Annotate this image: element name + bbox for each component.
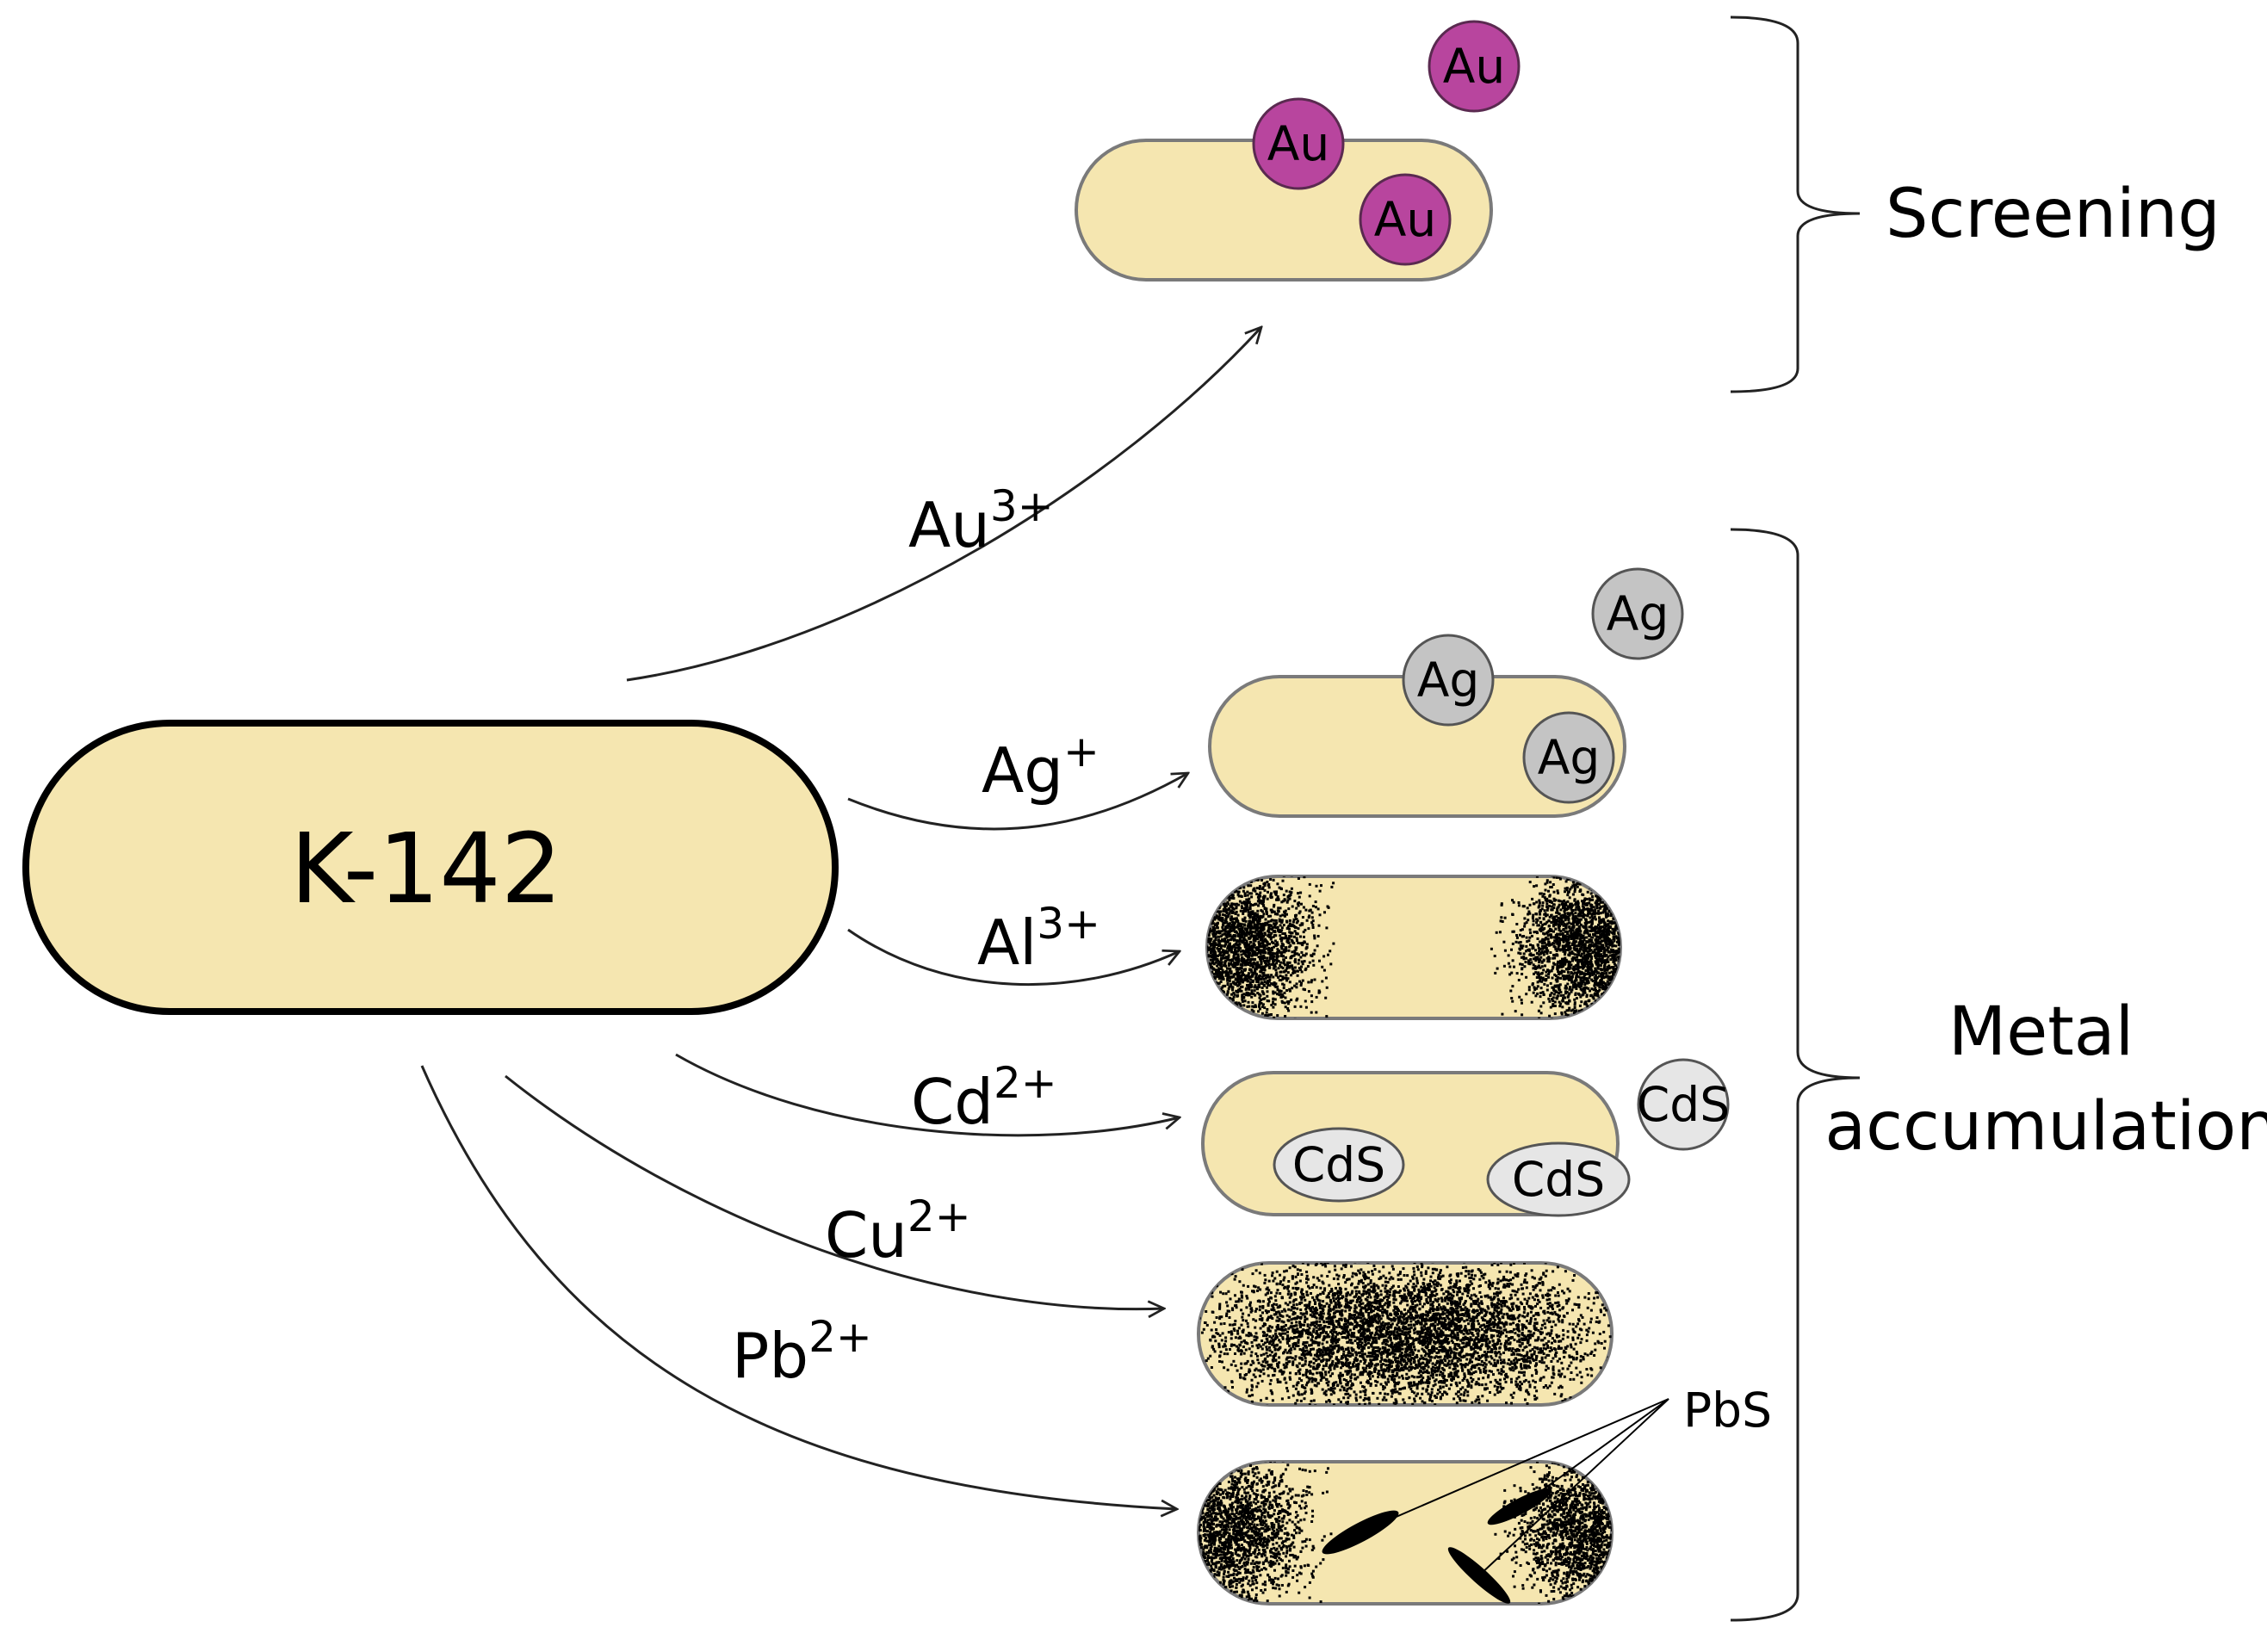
source-cell: K-142 — [22, 720, 839, 1015]
ion-label-al: Al3+ — [977, 899, 1100, 979]
arrows — [420, 327, 1261, 1509]
cell-au: Au Au Au — [1075, 20, 1521, 282]
metal-accumulation-brace — [1730, 528, 1861, 1622]
svg-text:Au: Au — [1374, 192, 1436, 247]
source-cell-label: K-142 — [290, 814, 562, 925]
arrow-cu — [505, 1074, 1164, 1309]
ion-label-cu: Cu2+ — [825, 1191, 971, 1271]
svg-text:Au: Au — [1443, 39, 1505, 94]
cell-ag: Ag Ag Ag — [1208, 567, 1684, 818]
arrow-ag — [847, 773, 1188, 831]
cell-cu — [1197, 1261, 1614, 1407]
cds-particle: CdS — [1273, 1127, 1405, 1203]
cell-al — [1205, 875, 1622, 1020]
ion-label-cd: Cd2+ — [911, 1058, 1057, 1138]
arrow-au — [626, 327, 1261, 682]
silver-particle: Ag — [1522, 711, 1615, 804]
ion-label-au: Au3+ — [908, 481, 1054, 561]
pbs-label: PbS — [1683, 1383, 1772, 1438]
metal-accumulation-label: Metal accumulation — [1824, 993, 2267, 1166]
cds-particle: CdS — [1637, 1058, 1730, 1151]
silver-particle: Ag — [1402, 634, 1495, 727]
source-cell-body — [22, 720, 839, 1015]
cu-precipitate — [1199, 1263, 1612, 1405]
arrow-cd — [675, 1053, 1180, 1137]
cell-cd: CdS CdS CdS — [1201, 1058, 1730, 1217]
ion-label-pb: Pb2+ — [732, 1312, 872, 1392]
arrow-pb — [420, 1065, 1177, 1509]
cell-pb: PbS — [1197, 1383, 1772, 1606]
pbs-pointer-lines — [1360, 1398, 1669, 1576]
svg-text:Au: Au — [1267, 116, 1329, 171]
svg-text:Ag: Ag — [1538, 730, 1601, 785]
svg-text:Ag: Ag — [1607, 586, 1669, 641]
arrow-al — [847, 928, 1180, 986]
gold-particle: Au — [1428, 20, 1521, 113]
silver-particle: Ag — [1591, 567, 1684, 660]
ion-label-ag: Ag+ — [982, 727, 1099, 807]
gold-particle: Au — [1252, 97, 1345, 190]
cds-particle: CdS — [1486, 1142, 1631, 1217]
svg-text:Ag: Ag — [1417, 653, 1480, 708]
gold-particle: Au — [1359, 173, 1452, 266]
screening-label: Screening — [1886, 176, 2221, 253]
screening-brace — [1730, 15, 1861, 393]
